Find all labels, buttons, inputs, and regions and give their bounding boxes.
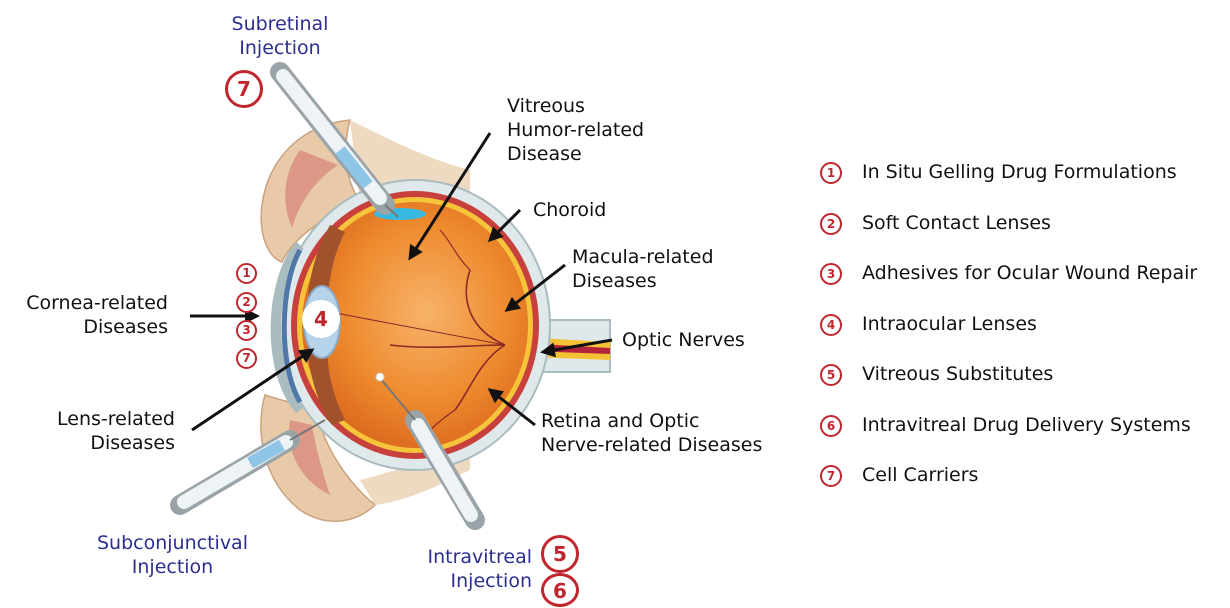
subretinal-line2: Injection bbox=[215, 36, 345, 60]
cornea-number-badge-7: 7 bbox=[236, 348, 257, 369]
vitreous-line2: Humor-related bbox=[507, 118, 644, 142]
subconjunctival-label: Subconjunctival Injection bbox=[80, 531, 265, 579]
macula-line2: Diseases bbox=[572, 269, 714, 293]
lens-label: Lens-related Diseases bbox=[15, 407, 175, 455]
macula-label: Macula-related Diseases bbox=[572, 245, 714, 293]
cornea-line1: Cornea-related bbox=[8, 291, 168, 315]
vitreous-line3: Disease bbox=[507, 142, 644, 166]
legend-text: Soft Contact Lenses bbox=[862, 209, 1051, 237]
cornea-line2: Diseases bbox=[8, 315, 168, 339]
subretinal-number-badge: 7 bbox=[225, 70, 263, 108]
legend-text: Vitreous Substitutes bbox=[862, 360, 1053, 388]
lens-number-badge: 4 bbox=[302, 300, 340, 338]
legend-text: Cell Carriers bbox=[862, 461, 978, 489]
cornea-label: Cornea-related Diseases bbox=[8, 291, 168, 339]
lens-line1: Lens-related bbox=[15, 407, 175, 431]
legend-number-badge: 5 bbox=[820, 364, 842, 386]
legend-number-badge: 2 bbox=[820, 213, 842, 235]
legend-number-badge: 4 bbox=[820, 314, 842, 336]
cornea-number-badge-1: 1 bbox=[236, 263, 257, 284]
vitreous-line1: Vitreous bbox=[507, 94, 644, 118]
cornea-number-badge-3: 3 bbox=[236, 320, 257, 341]
subretinal-label: Subretinal Injection bbox=[215, 12, 345, 60]
subconjunctival-line2: Injection bbox=[80, 555, 265, 579]
lens-line2: Diseases bbox=[15, 431, 175, 455]
legend-text: In Situ Gelling Drug Formulations bbox=[862, 158, 1177, 186]
macula-line1: Macula-related bbox=[572, 245, 714, 269]
retina-label: Retina and Optic Nerve-related Diseases bbox=[541, 409, 762, 457]
intravitreal-label: Intravitreal Injection bbox=[400, 545, 532, 593]
vitreous-label: Vitreous Humor-related Disease bbox=[507, 94, 644, 166]
optic-nerves-label: Optic Nerves bbox=[622, 328, 745, 352]
intravitreal-line1: Intravitreal bbox=[400, 545, 532, 569]
intravitreal-line2: Injection bbox=[400, 569, 532, 593]
legend-number-badge: 1 bbox=[820, 162, 842, 184]
intravitreal-number-badge-5: 5 bbox=[541, 535, 579, 573]
legend-text: Intravitreal Drug Delivery Systems bbox=[862, 411, 1191, 439]
subconjunctival-line1: Subconjunctival bbox=[80, 531, 265, 555]
retina-line2: Nerve-related Diseases bbox=[541, 433, 762, 457]
intravitreal-number-badge-6: 6 bbox=[541, 573, 579, 607]
legend-text: Adhesives for Ocular Wound Repair bbox=[862, 259, 1197, 287]
legend-number-badge: 3 bbox=[820, 263, 842, 285]
retina-line1: Retina and Optic bbox=[541, 409, 762, 433]
legend-text: Intraocular Lenses bbox=[862, 310, 1037, 338]
subretinal-line1: Subretinal bbox=[215, 12, 345, 36]
legend-number-badge: 7 bbox=[820, 465, 842, 487]
choroid-label: Choroid bbox=[533, 198, 606, 222]
legend-number-badge: 6 bbox=[820, 415, 842, 437]
cornea-number-badge-2: 2 bbox=[236, 292, 257, 313]
